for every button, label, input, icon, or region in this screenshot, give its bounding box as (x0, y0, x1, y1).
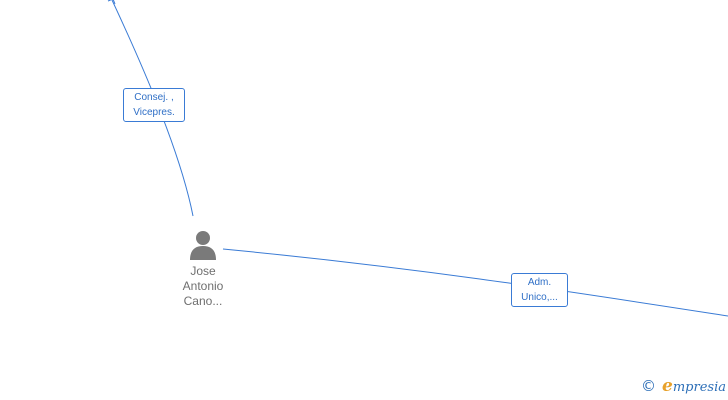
footer-brand: © empresia (641, 376, 726, 396)
edge-label-consejero[interactable]: Consej. , Vicepres. (123, 88, 185, 122)
edge-label-line: Consej. , (134, 92, 174, 103)
person-name[interactable]: Jose Antonio Cano... (170, 264, 236, 309)
brand-logo[interactable]: empresia (662, 376, 726, 396)
edge-label-line: Unico,... (521, 292, 558, 303)
person-name-line: Cano... (183, 294, 223, 308)
person-name-line: Antonio (182, 279, 224, 293)
brand-logo-initial: e (662, 376, 673, 396)
edge-label-line: Adm. (527, 277, 552, 288)
edge-label-administrador[interactable]: Adm. Unico,... (511, 273, 568, 307)
brand-logo-text: mpresia (672, 380, 726, 395)
edge-arrowhead (107, 0, 116, 5)
edge-line-administrador (222, 248, 728, 317)
person-icon (190, 231, 216, 260)
edge-label-line: Vicepres. (133, 107, 175, 118)
person-node[interactable]: Jose Antonio Cano... (170, 229, 236, 309)
copyright-icon: © (641, 377, 657, 395)
person-name-line: Jose (190, 264, 216, 278)
